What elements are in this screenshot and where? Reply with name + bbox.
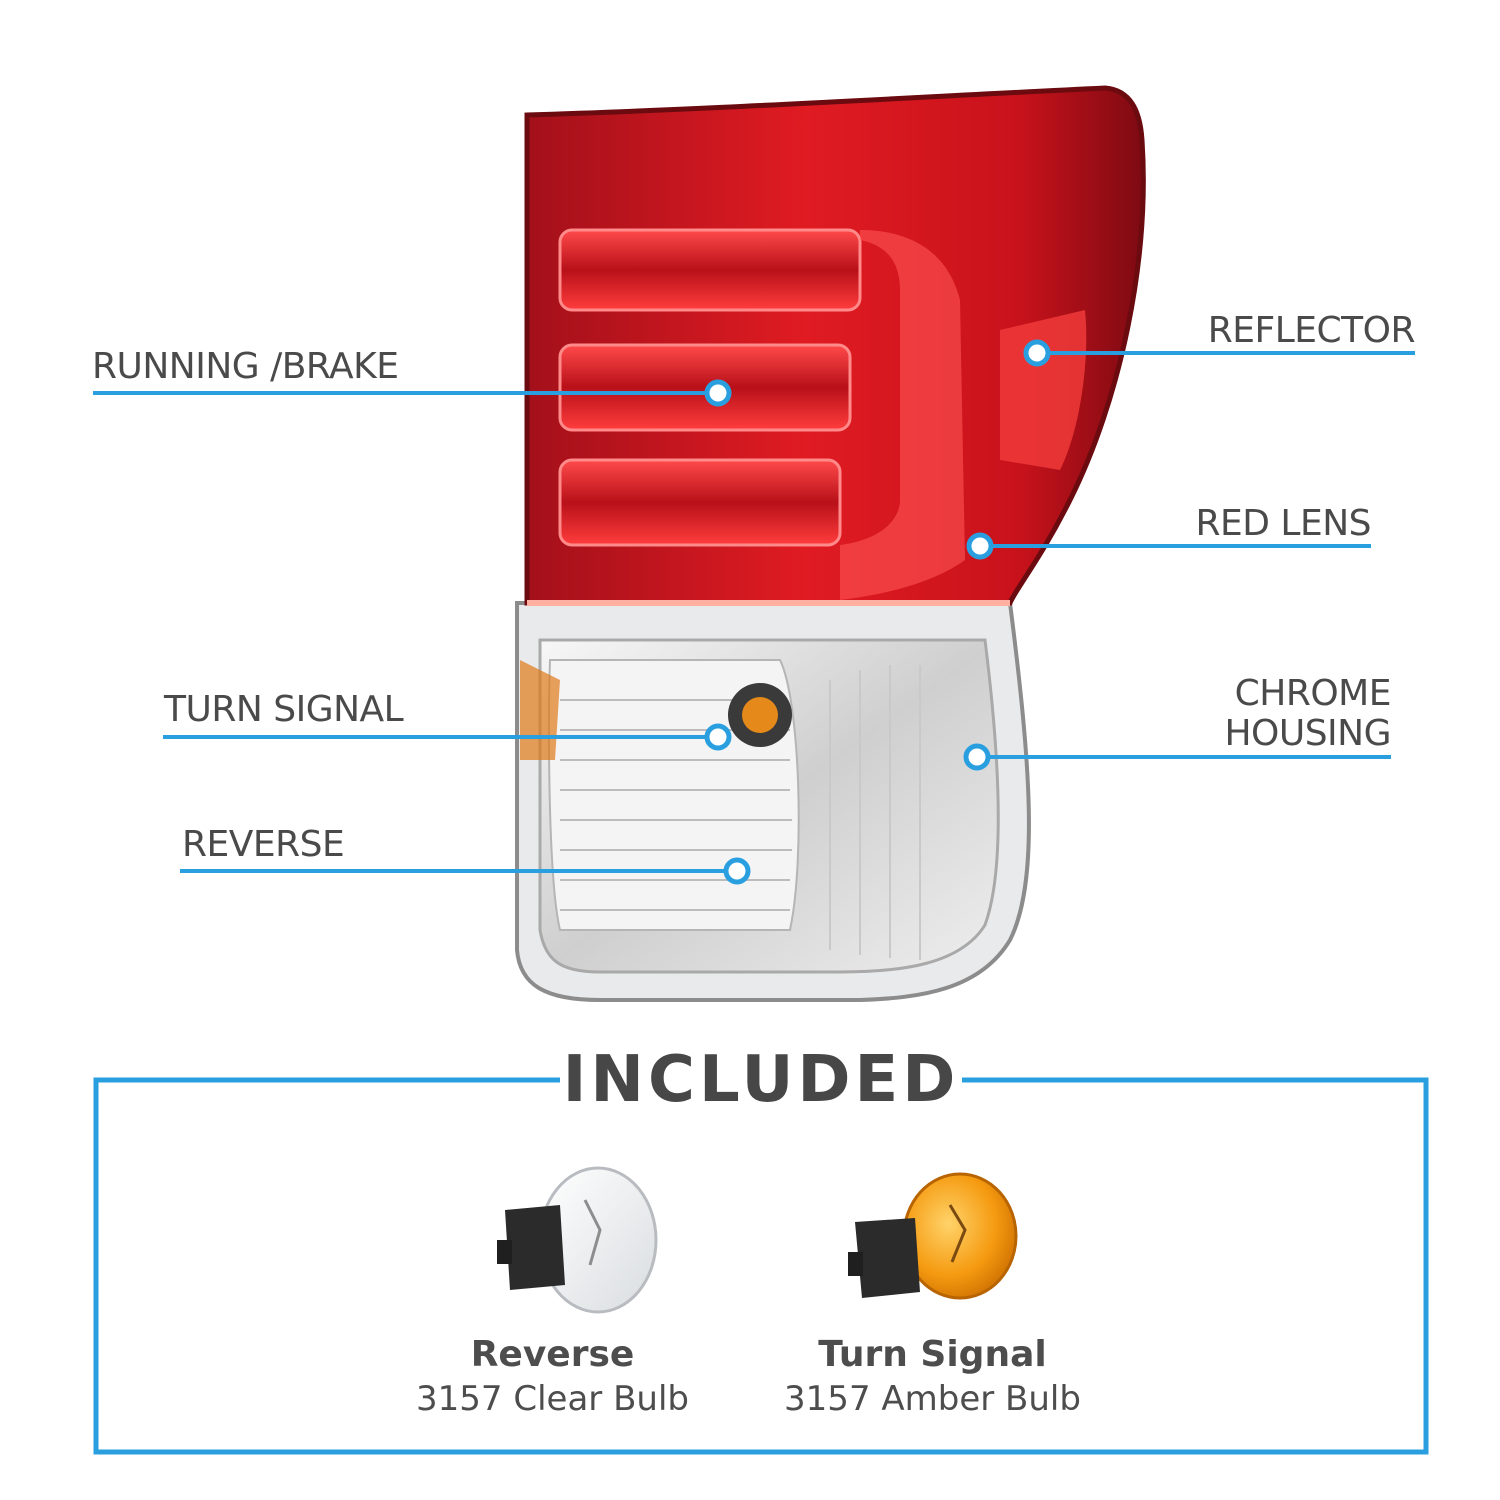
- amber-bulb-caption: Turn Signal 3157 Amber Bulb: [765, 1333, 1100, 1421]
- callout-dots: [704, 339, 1051, 885]
- reflector-panel: [1000, 310, 1087, 470]
- callout-reflector: REFLECTOR: [1207, 310, 1416, 351]
- amber-bulb-illustration: [848, 1172, 1018, 1300]
- callout-chrome-housing: CHROME HOUSING: [1224, 673, 1391, 754]
- included-frame: [93, 1077, 1429, 1455]
- callout-reverse: REVERSE: [182, 824, 345, 865]
- clear-bulb-name: Reverse: [470, 1334, 635, 1375]
- callout-red-lens: RED LENS: [1195, 503, 1371, 544]
- callout-turn-signal: TURN SIGNAL: [164, 689, 404, 730]
- clear-bulb-caption: Reverse 3157 Clear Bulb: [400, 1333, 705, 1421]
- amber-bulb-desc: 3157 Amber Bulb: [784, 1379, 1081, 1419]
- callout-running-brake: RUNNING /BRAKE: [92, 346, 399, 387]
- callout-lines: [93, 351, 1415, 873]
- amber-bulb-name: Turn Signal: [818, 1334, 1047, 1375]
- housing-ribs: [829, 665, 921, 960]
- included-title: INCLUDED: [562, 1040, 960, 1120]
- running-brake-bars: [558, 228, 862, 547]
- clear-bulb-illustration: [497, 1166, 658, 1314]
- clear-bulb-desc: 3157 Clear Bulb: [416, 1379, 689, 1419]
